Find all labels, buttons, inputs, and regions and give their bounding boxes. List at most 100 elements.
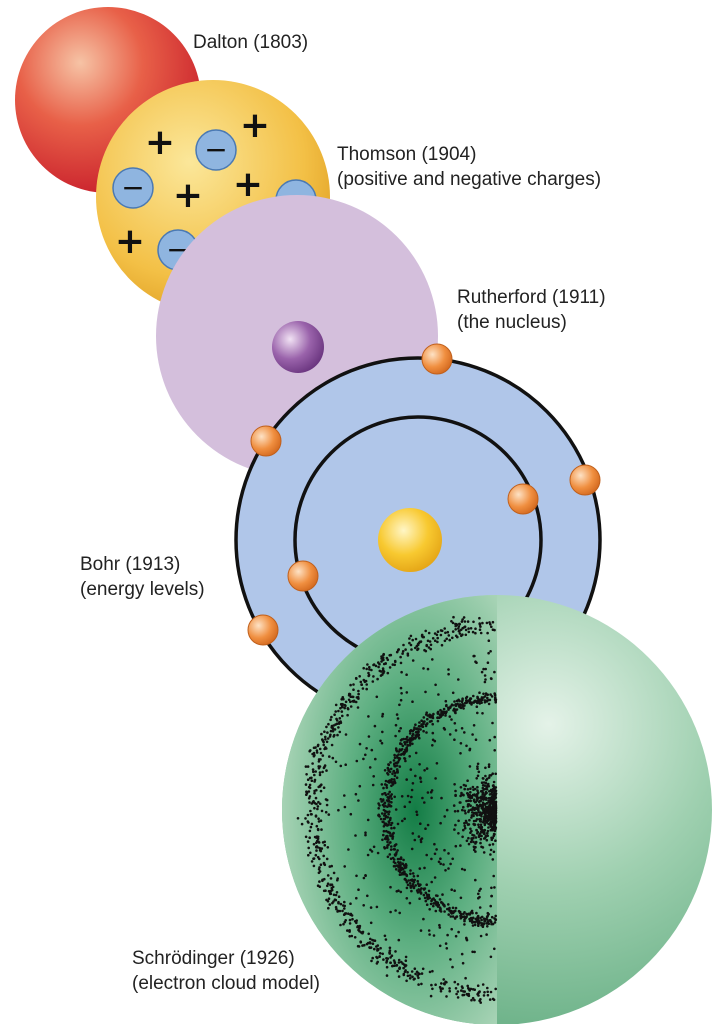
cloud-dot	[489, 848, 493, 852]
cloud-dot	[469, 827, 472, 831]
cloud-dot	[354, 792, 358, 796]
rutherford-label: Rutherford (1911) (the nucleus)	[457, 285, 606, 335]
cloud-dot	[436, 636, 440, 640]
cloud-dot	[477, 823, 480, 826]
cloud-dot	[310, 779, 314, 782]
cloud-dot	[477, 806, 480, 810]
cloud-dot	[325, 725, 328, 729]
cloud-dot	[388, 949, 392, 952]
cloud-dot	[426, 667, 430, 671]
cloud-dot	[396, 771, 400, 774]
cloud-dot	[490, 922, 493, 926]
cloud-dot	[488, 621, 491, 624]
cloud-dot	[335, 722, 339, 725]
cloud-dot	[438, 898, 442, 901]
cloud-dot	[444, 942, 448, 945]
cloud-dot	[443, 815, 447, 818]
cloud-dot	[393, 756, 397, 759]
cloud-dot	[410, 739, 413, 742]
cloud-dot	[354, 700, 358, 704]
cloud-dot	[333, 713, 336, 716]
cloud-dot	[313, 835, 317, 839]
cloud-dot	[467, 810, 470, 814]
cloud-dot	[325, 803, 329, 807]
cloud-dot	[486, 986, 489, 990]
cloud-dot	[451, 911, 455, 915]
cloud-dot	[400, 868, 403, 871]
cloud-dot	[318, 802, 322, 806]
cloud-dot	[465, 744, 468, 748]
cloud-dot	[478, 906, 482, 909]
cloud-dot	[309, 851, 312, 855]
cloud-dot	[485, 693, 488, 696]
cloud-dot	[453, 783, 456, 786]
cloud-dot	[390, 801, 393, 804]
cloud-dot	[351, 917, 354, 921]
cloud-dot	[397, 860, 400, 864]
cloud-dot	[433, 632, 437, 635]
cloud-dot	[457, 832, 460, 835]
cloud-dot	[447, 913, 451, 916]
cloud-dot	[423, 896, 427, 900]
cloud-dot	[417, 835, 421, 838]
cloud-dot	[493, 947, 496, 951]
cloud-dot	[433, 639, 437, 642]
cloud-dot	[490, 915, 494, 919]
cloud-dot	[419, 728, 422, 731]
cloud-dot	[461, 697, 464, 700]
cloud-dot	[426, 897, 430, 901]
cloud-dot	[462, 805, 465, 809]
cloud-dot	[411, 734, 414, 738]
cloud-dot	[366, 853, 370, 857]
cloud-dot	[376, 677, 379, 681]
negative-charge: −	[195, 129, 237, 171]
cloud-dot	[398, 966, 402, 969]
cloud-dot	[467, 799, 470, 802]
cloud-dot	[423, 769, 426, 772]
cloud-dot	[466, 779, 469, 782]
cloud-dot	[465, 695, 469, 699]
cloud-dot	[319, 819, 323, 822]
cloud-dot	[383, 792, 386, 795]
cloud-dot	[391, 964, 394, 968]
cloud-dot	[310, 822, 314, 826]
cloud-dot	[368, 941, 372, 945]
cloud-dot	[341, 696, 345, 699]
cloud-dot	[387, 812, 390, 816]
cloud-dot	[409, 643, 413, 647]
cloud-dot	[493, 735, 497, 739]
cloud-dot	[385, 965, 389, 969]
cloud-dot	[318, 846, 322, 850]
cloud-dot	[486, 814, 490, 818]
cloud-dot	[461, 705, 464, 708]
cloud-dot	[483, 991, 486, 994]
cloud-dot	[364, 753, 367, 757]
cloud-dot	[487, 763, 491, 766]
cloud-dot	[414, 884, 418, 887]
cloud-dot	[468, 701, 472, 705]
cloud-dot	[337, 709, 340, 713]
cloud-dot	[308, 783, 312, 787]
bohr-electrons	[247, 343, 601, 646]
cloud-dot	[314, 796, 318, 800]
cloud-dot	[410, 648, 413, 651]
cloud-dot	[460, 989, 463, 992]
cloud-dot	[388, 770, 392, 774]
cloud-dot	[317, 765, 321, 768]
cloud-dot	[391, 772, 394, 776]
cloud-dot	[399, 698, 403, 702]
cloud-dot	[337, 895, 341, 898]
cloud-dot	[341, 909, 344, 913]
cloud-dot	[416, 882, 420, 886]
cloud-dot	[461, 808, 464, 812]
cloud-dot	[478, 819, 482, 823]
cloud-dot	[489, 853, 492, 856]
cloud-dot	[389, 961, 392, 965]
cloud-dot	[324, 735, 327, 739]
cloud-dot	[478, 616, 481, 620]
cloud-dot	[484, 766, 487, 770]
cloud-dot	[472, 836, 475, 840]
cloud-dot	[388, 946, 392, 950]
cloud-dot	[384, 938, 388, 941]
cloud-dot	[472, 788, 475, 791]
